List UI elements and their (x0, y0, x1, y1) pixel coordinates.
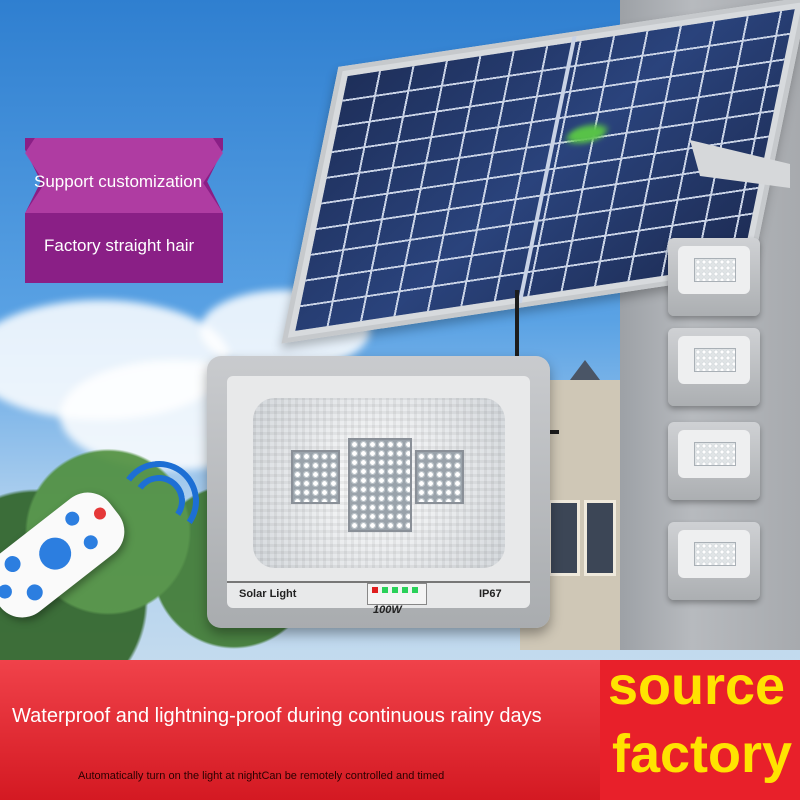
house-window (584, 500, 616, 576)
wifi-signal-icon (112, 454, 206, 548)
banner-small-left: Automatically turn on the light at night (78, 770, 262, 782)
lamp-rating-label: IP67 (479, 588, 502, 600)
banner-small-text: Automatically turn on the light at night… (78, 770, 444, 782)
led-module (348, 438, 412, 532)
mini-lamp (668, 522, 760, 600)
banner-small-right: Can be remotely controlled and timed (261, 770, 445, 782)
tag-line-2: Factory straight hair (44, 236, 195, 255)
reflector (253, 398, 505, 568)
remote-center-button (32, 531, 78, 577)
tag-line-1: Support customization (34, 172, 203, 191)
mini-lamp (668, 238, 760, 316)
headline-source: source (608, 656, 786, 716)
lamp-brand-label: Solar Light (239, 588, 297, 600)
indicator-panel (367, 583, 427, 605)
led-module (291, 450, 340, 504)
remote-power-button (91, 505, 109, 522)
mini-lamp (668, 328, 760, 406)
lamp-power-label: 100W (373, 604, 402, 616)
banner-main-text: Waterproof and lightning-proof during co… (12, 705, 542, 727)
mini-lamp (668, 422, 760, 500)
flood-light: Solar Light 100W IP67 (207, 356, 550, 628)
house-window (548, 500, 580, 576)
led-module (415, 450, 464, 504)
headline-factory: factory (612, 724, 793, 784)
